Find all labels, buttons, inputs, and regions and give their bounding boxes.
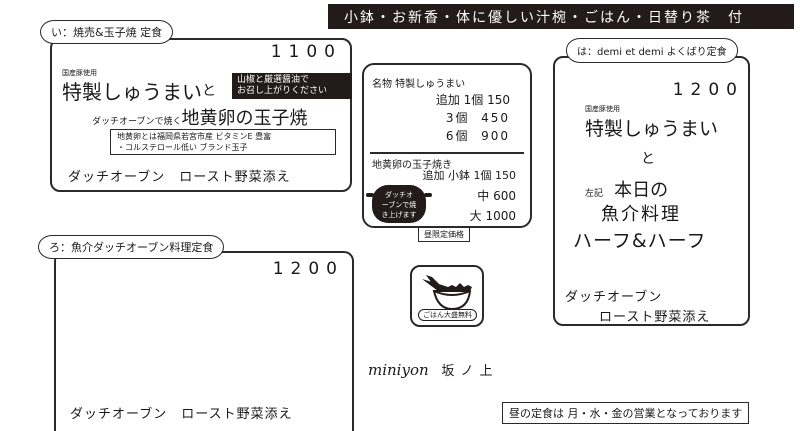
set-ro-card: 1200 ダッチオーブン ロースト野菜添え (54, 251, 354, 431)
set-ha-fish-line-2: 魚介料理 (601, 204, 681, 225)
set-i-and: と (202, 83, 216, 99)
egg-title: 地黄卵の玉子焼 (181, 108, 308, 129)
addon-qty: 大 (469, 209, 482, 223)
rice-badge-label: ごはん大盛無料 (418, 309, 477, 321)
egg-heading: ダッチオーブンで焼く地黄卵の玉子焼 (92, 104, 307, 130)
addon-qty: 追加 1個 (435, 93, 484, 107)
addon-qty: 中 (477, 189, 490, 203)
egg-prefix: ダッチオーブンで焼く (92, 117, 182, 127)
set-i-pork-note: 国産豚使用 (62, 69, 97, 77)
addon-egg-row-1: 追加 小鉢 1個 150 (423, 167, 517, 183)
egg-note-line-2: ・コルステロール低い ブランド玉子 (117, 143, 248, 152)
set-ro-side: ダッチオーブン ロースト野菜添え (70, 407, 293, 422)
included-items-banner: 小鉢・お新香・体に優しい汁椀・ごはん・日替り茶 付 (328, 4, 794, 29)
addon-shumai-row-3: 6個 900 (446, 127, 510, 144)
set-i-side: ダッチオーブン ロースト野菜添え (68, 170, 291, 185)
lunch-only-price-label: 昼限定価格 (418, 227, 470, 242)
set-i-card: 1100 国産豚使用 特製しゅうまい と 山椒と厳選醤油で お召し上がりください… (50, 38, 352, 192)
addon-egg-row-3: 大 1000 (470, 207, 516, 224)
business-days-notice: 昼の定食は 月・水・金の営業となっております (502, 402, 750, 424)
pot-line-1: ダッチオ (385, 191, 413, 199)
addon-price: 150 (487, 93, 510, 107)
rice-bowl-icon (422, 275, 472, 311)
condiment-line-1: 山椒と厳選醤油で (237, 75, 310, 85)
set-ha-pork-note: 国産豚使用 (585, 105, 620, 113)
brand-signature: miniyon 坂ノ上 (368, 360, 498, 379)
set-ro-price: 1200 (272, 259, 344, 279)
addon-price: 150 (495, 169, 516, 182)
addon-egg-row-2: 中 600 (477, 187, 516, 204)
set-i-price: 1100 (270, 42, 342, 62)
addon-egg-title: 地黄卵の玉子焼き (372, 160, 452, 171)
set-i-shumai: 特製しゅうまい (62, 80, 202, 104)
set-ha-title: は：demi et demi よくばり定食 (577, 47, 727, 58)
addon-shumai-title: 名物 特製しゅうまい (372, 79, 466, 90)
addon-price: 450 (481, 111, 510, 125)
addon-qty: 6個 (445, 129, 470, 143)
addons-card: 名物 特製しゅうまい 追加 1個 150 3個 450 6個 900 地黄卵の玉… (362, 63, 532, 228)
condiment-line-2: お召し上がりください (237, 86, 328, 96)
fish-line-1: 本日の (614, 180, 669, 201)
free-large-rice-badge: ごはん大盛無料 (410, 265, 484, 327)
addon-qty: 3個 (445, 111, 470, 125)
set-ha-side-2: ロースト野菜添え (599, 310, 711, 325)
egg-note-line-1: 地黄卵とは福岡県若宮市産 ビタミンE 豊富 (117, 132, 272, 141)
brand-name: miniyon (368, 361, 429, 379)
addon-price: 600 (493, 189, 516, 203)
addon-divider (370, 152, 524, 154)
set-ha-side-1: ダッチオーブン (565, 290, 663, 305)
egg-note: 地黄卵とは福岡県若宮市産 ビタミンE 豊富 ・コルステロール低い ブランド玉子 (110, 129, 336, 155)
dutch-oven-pot-icon: ダッチオ ーブンで焼 き上げます (366, 185, 432, 223)
addon-price: 1000 (485, 209, 516, 223)
set-ro-tab: ろ：魚介ダッチオーブン料理定食 (38, 235, 225, 259)
banner-text: 小鉢・お新香・体に優しい汁椀・ごはん・日替り茶 付 (344, 9, 744, 26)
set-ha-shumai: 特製しゅうまい (585, 118, 719, 140)
left-note: 左記 (585, 189, 604, 199)
addon-shumai-row-2: 3個 450 (446, 109, 510, 126)
addon-qty: 追加 小鉢 1個 (422, 169, 492, 182)
set-ro-title: ろ：魚介ダッチオーブン料理定食 (49, 241, 214, 254)
addon-shumai-row-1: 追加 1個 150 (436, 91, 510, 108)
set-i-title: い：焼売&玉子焼 定食 (51, 26, 163, 39)
condiment-note: 山椒と厳選醤油で お召し上がりください (232, 73, 352, 99)
set-ha-tab: は：demi et demi よくばり定食 (566, 38, 738, 63)
set-ha-and: と (641, 151, 655, 167)
set-ha-half-half: ハーフ&ハーフ (573, 230, 707, 252)
set-ha-price: 1200 (672, 80, 744, 100)
addon-price: 900 (481, 129, 510, 143)
set-ha-card: 1200 国産豚使用 特製しゅうまい と 左記 本日の 魚介料理 ハーフ&ハーフ… (553, 56, 750, 326)
brand-location: 坂ノ上 (441, 364, 499, 379)
set-ha-fish-line-1: 左記 本日の (585, 176, 668, 202)
pot-line-3: き上げます (381, 211, 417, 219)
pot-line-2: ーブンで焼 (381, 201, 417, 209)
set-i-tab: い：焼売&玉子焼 定食 (40, 20, 174, 44)
